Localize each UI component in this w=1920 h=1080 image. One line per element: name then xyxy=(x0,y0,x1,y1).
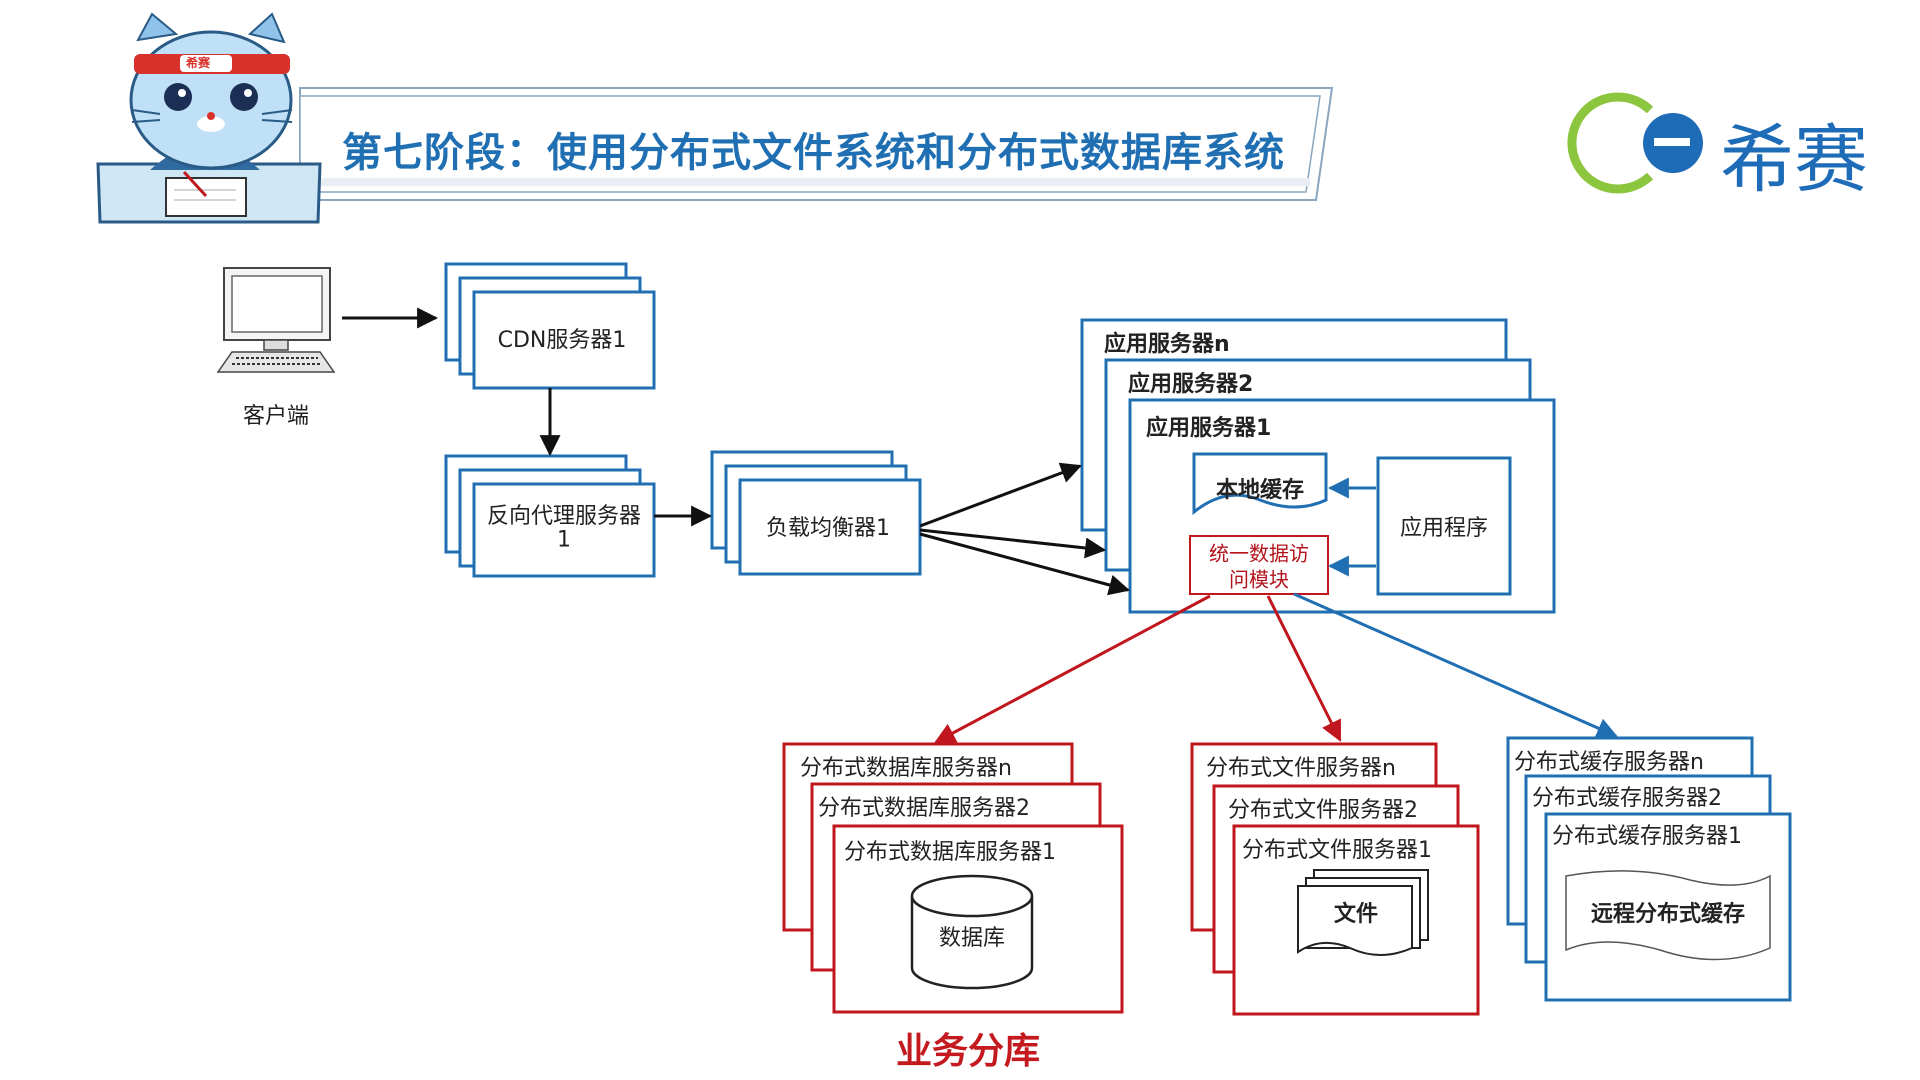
app-program-label: 应用程序 xyxy=(1399,516,1489,541)
app-server-n-label: 应用服务器n xyxy=(1104,332,1230,357)
logo-text: 希赛 xyxy=(1720,117,1868,203)
local-cache-label: 本地缓存 xyxy=(1215,478,1305,503)
app-server-1-label: 应用服务器1 xyxy=(1146,416,1272,441)
cache-server-2-label: 分布式缓存服务器2 xyxy=(1532,786,1722,811)
remote-cache-label: 远程分布式缓存 xyxy=(1590,902,1746,927)
arrow-lb-app-n xyxy=(919,462,1082,528)
db-server-2-label: 分布式数据库服务器2 xyxy=(818,796,1030,821)
db-server-n-label: 分布式数据库服务器n xyxy=(800,756,1012,781)
arrow-uda-file xyxy=(1266,595,1342,742)
arrow-lb-app-1 xyxy=(919,532,1131,596)
computer-icon xyxy=(216,267,336,373)
database-cylinder-icon xyxy=(910,874,1034,990)
cache-server-1-label: 分布式缓存服务器1 xyxy=(1552,824,1742,849)
cdn-label: CDN服务器1 xyxy=(497,328,627,353)
arrow-uda-db xyxy=(934,594,1211,744)
lb-label: 负载均衡器1 xyxy=(766,516,890,541)
app-program-box xyxy=(1376,456,1512,596)
business-db-split-label: 业务分库 xyxy=(895,1031,1041,1072)
file-server-2-label: 分布式文件服务器2 xyxy=(1228,798,1418,823)
uda-label-line1: 统一数据访 xyxy=(1209,541,1309,566)
load-balancer-stack xyxy=(710,450,922,576)
proxy-label-line2: 1 xyxy=(557,527,571,553)
title-banner xyxy=(299,87,1334,201)
client-label: 客户端 xyxy=(242,404,310,429)
uda-label-line2: 问模块 xyxy=(1229,567,1289,592)
cdn-server-stack xyxy=(444,262,656,390)
document-stack-icon xyxy=(1297,869,1429,956)
arrow-lb-app-2 xyxy=(919,528,1107,559)
mascot-badge: 希赛 xyxy=(186,56,211,70)
page-title: 第七阶段：使用分布式文件系统和分布式数据库系统 xyxy=(342,130,1285,176)
uda-module-box xyxy=(1189,535,1329,595)
local-cache-shape xyxy=(1192,452,1328,516)
arrow-uda-cache xyxy=(1293,592,1618,738)
app-server-2-label: 应用服务器2 xyxy=(1128,372,1254,397)
cat-mascot-icon xyxy=(96,12,322,224)
cache-server-stack xyxy=(1506,736,1792,1002)
proxy-label-line1: 反向代理服务器 xyxy=(486,504,642,529)
file-server-n-label: 分布式文件服务器n xyxy=(1206,756,1396,781)
remote-cache-shape xyxy=(1565,870,1771,961)
file-label: 文件 xyxy=(1333,902,1379,927)
logo-e-icon xyxy=(1567,92,1703,194)
db-label: 数据库 xyxy=(938,926,1006,951)
proxy-server-stack xyxy=(444,454,656,578)
cache-server-n-label: 分布式缓存服务器n xyxy=(1514,750,1704,775)
file-server-1-label: 分布式文件服务器1 xyxy=(1242,838,1432,863)
db-server-1-label: 分布式数据库服务器1 xyxy=(844,840,1056,865)
